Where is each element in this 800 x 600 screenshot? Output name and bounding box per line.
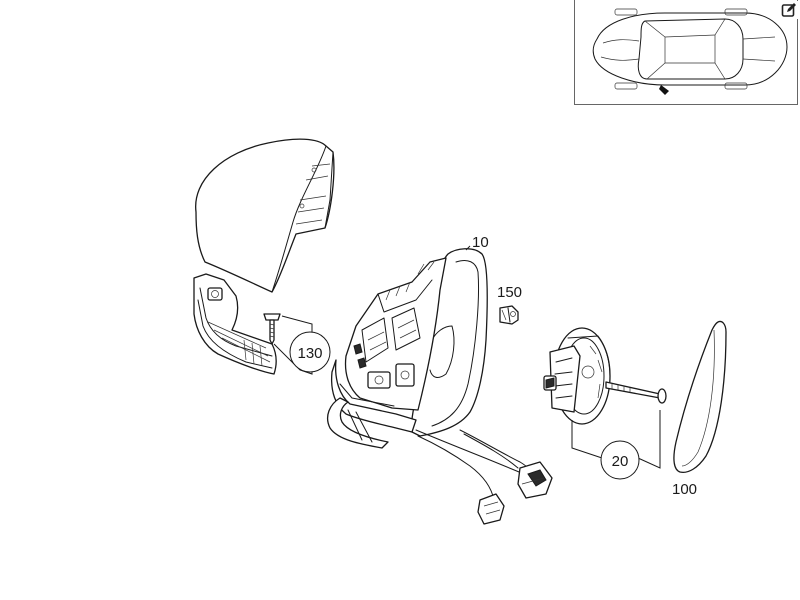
callout-circle-130 — [289, 331, 331, 373]
callout-label-130[interactable]: 130 — [297, 345, 322, 362]
bolt-20 — [605, 381, 667, 404]
mirror-motor-adjuster — [543, 327, 611, 425]
highlighted-mirror-marker — [659, 85, 669, 95]
callout-circle-20 — [600, 440, 640, 480]
wiring-harness — [415, 429, 553, 525]
mirror-housing-frame — [326, 248, 488, 449]
clip-150 — [499, 305, 519, 325]
edit-button[interactable] — [780, 1, 798, 19]
screw-130 — [263, 313, 281, 345]
mirror-glass — [673, 320, 727, 474]
callout-label-150[interactable]: 150 — [497, 284, 522, 301]
vehicle-locator — [574, 0, 798, 105]
callout-label-100[interactable]: 100 — [672, 481, 697, 498]
turn-signal-lamp — [193, 273, 277, 375]
callout-label-10[interactable]: 10 — [472, 234, 489, 251]
mirror-cover — [195, 138, 335, 293]
leader-10 — [465, 245, 471, 251]
edit-icon — [781, 3, 796, 17]
car-top-view-icon — [592, 8, 788, 95]
leader-20 — [571, 410, 661, 469]
callout-label-20[interactable]: 20 — [612, 453, 629, 470]
